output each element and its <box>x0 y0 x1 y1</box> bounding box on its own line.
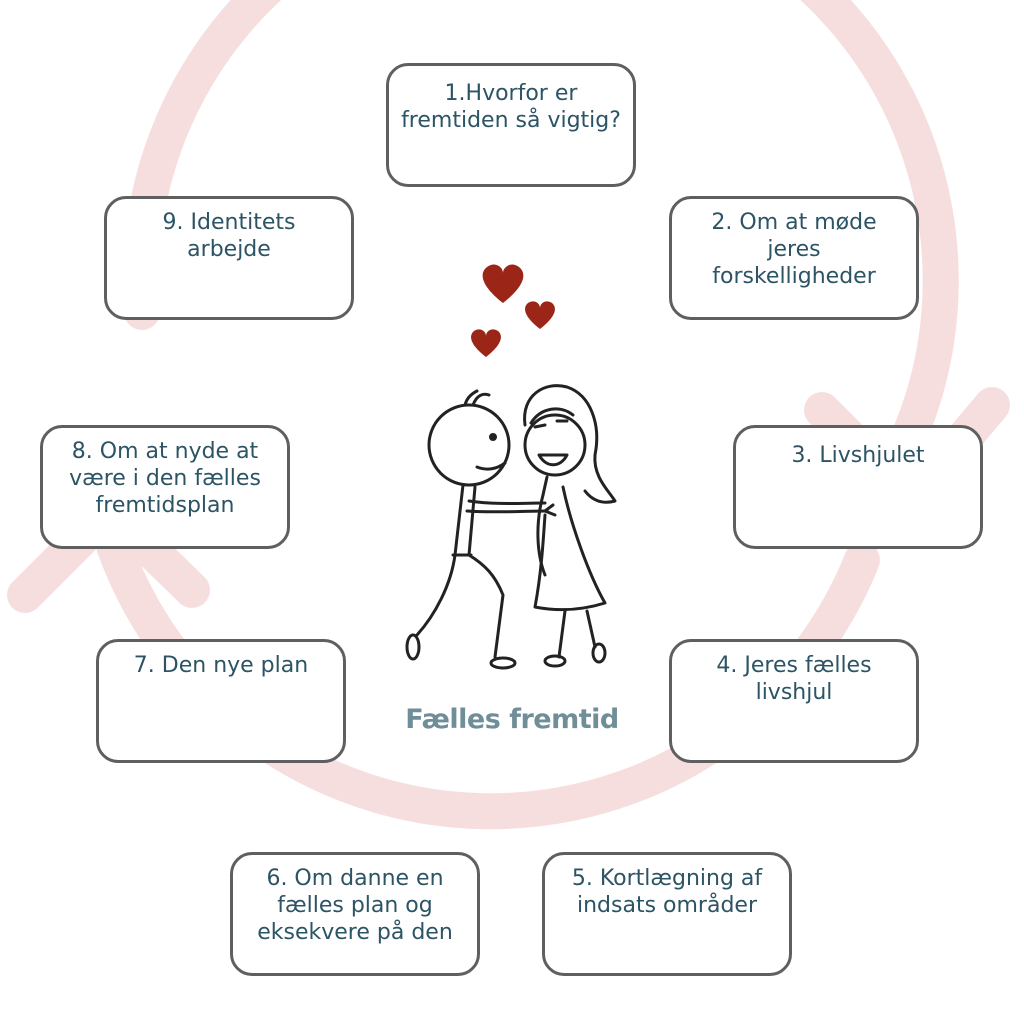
step-label-6: 6. Om danne en fælles plan og eksekvere … <box>257 866 453 945</box>
step-box-7: 7. Den nye plan <box>96 639 346 763</box>
man-figure <box>405 389 549 670</box>
step-box-4: 4. Jeres fælles livshjul <box>669 639 919 763</box>
step-label-2: 2. Om at møde jeres forskelligheder <box>711 210 877 289</box>
step-box-5: 5. Kortlægning af indsats områder <box>542 852 792 976</box>
step-label-4: 4. Jeres fælles livshjul <box>716 653 872 705</box>
step-box-6: 6. Om danne en fælles plan og eksekvere … <box>230 852 480 976</box>
step-box-8: 8. Om at nyde at være i den fælles fremt… <box>40 425 290 549</box>
step-label-3: 3. Livshjulet <box>791 443 925 468</box>
heart-icon <box>482 264 524 303</box>
step-label-7: 7. Den nye plan <box>133 653 309 678</box>
couple-illustration <box>405 264 617 670</box>
heart-icon <box>525 301 555 329</box>
step-box-1: 1.Hvorfor er fremtiden så vigtig? <box>386 63 636 187</box>
step-box-3: 3. Livshjulet <box>733 425 983 549</box>
woman-figure <box>523 384 617 668</box>
step-label-8: 8. Om at nyde at være i den fælles fremt… <box>69 439 261 518</box>
step-label-9: 9. Identitets arbejde <box>162 210 296 262</box>
step-box-9: 9. Identitets arbejde <box>104 196 354 320</box>
step-label-1: 1.Hvorfor er fremtiden så vigtig? <box>401 81 621 133</box>
step-label-5: 5. Kortlægning af indsats områder <box>571 866 763 918</box>
heart-icon <box>471 329 501 357</box>
step-box-2: 2. Om at møde jeres forskelligheder <box>669 196 919 320</box>
ring-arc-top <box>122 0 959 470</box>
diagram-title: Fælles fremtid <box>405 704 619 735</box>
